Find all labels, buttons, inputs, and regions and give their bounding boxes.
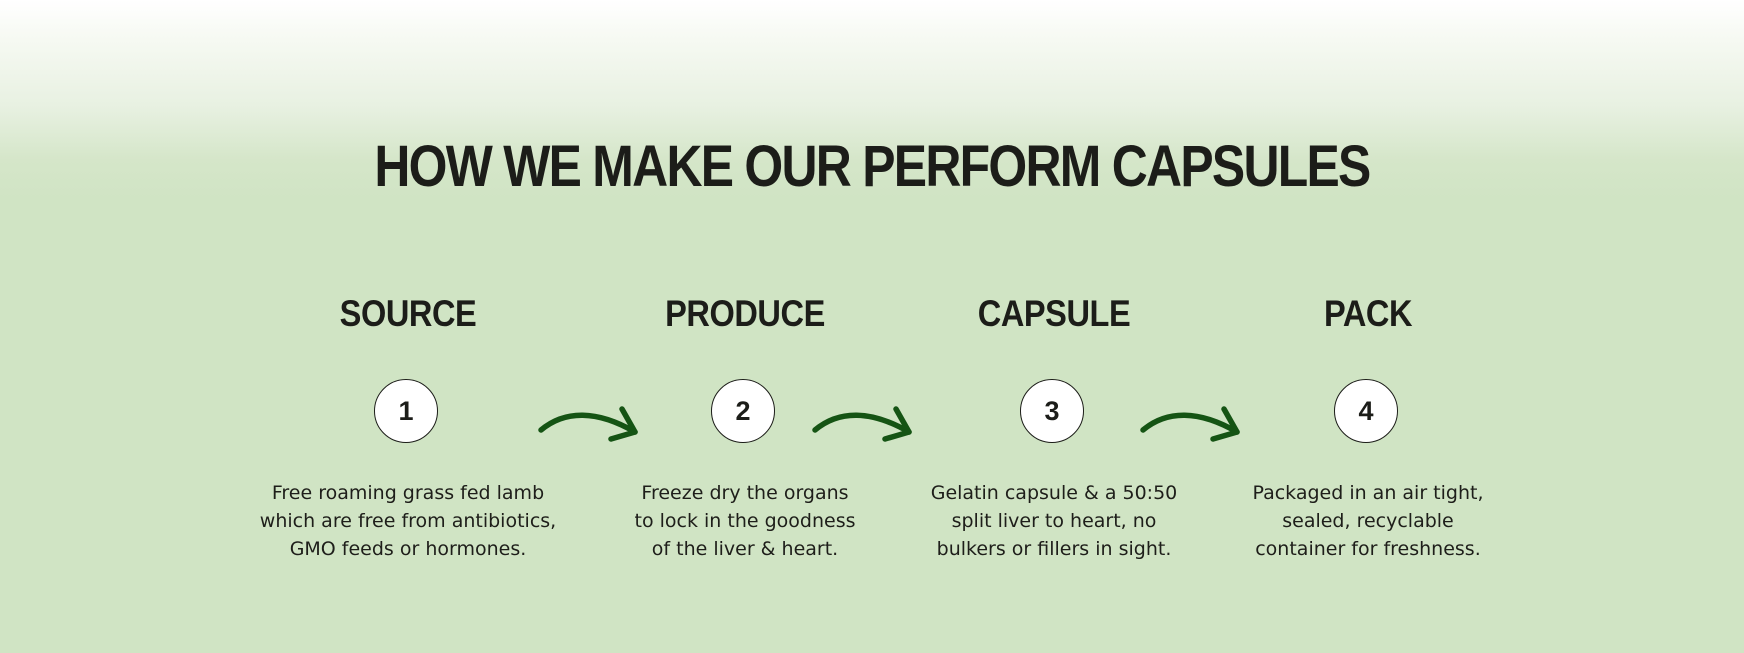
step-description-line: GMO feeds or hormones. — [289, 538, 527, 560]
step-title: SOURCE — [339, 293, 477, 334]
step-number-badge: 2 — [711, 379, 775, 443]
step-number-badge: 1 — [374, 379, 438, 443]
step-number: 2 — [735, 395, 751, 426]
curved-arrow-right-icon — [538, 406, 638, 442]
step-capsule: CAPSULE 3 Gelatin capsule & a 50:50 spli… — [874, 0, 1234, 653]
step-title: PACK — [1323, 293, 1413, 334]
step-title: CAPSULE — [977, 293, 1131, 334]
step-source: SOURCE 1 Free roaming grass fed lamb whi… — [228, 0, 588, 653]
step-description-line: sealed, recyclable — [1282, 510, 1454, 532]
step-description-line: bulkers or fillers in sight. — [936, 538, 1172, 560]
step-description-line: container for freshness. — [1255, 538, 1481, 560]
curved-arrow-right-icon — [812, 406, 912, 442]
step-description-line: Gelatin capsule & a 50:50 — [930, 482, 1178, 504]
step-number-badge: 4 — [1334, 379, 1398, 443]
step-number-badge: 3 — [1020, 379, 1084, 443]
step-description-line: Freeze dry the organs — [641, 482, 849, 504]
step-description-line: to lock in the goodness — [634, 510, 856, 532]
step-title: PRODUCE — [665, 293, 825, 334]
step-produce: PRODUCE 2 Freeze dry the organs to lock … — [565, 0, 925, 653]
step-number: 4 — [1358, 395, 1374, 426]
step-description-line: split liver to heart, no — [951, 510, 1157, 532]
step-description-line: Free roaming grass fed lamb — [271, 482, 545, 504]
step-description: Packaged in an air tight, sealed, recycl… — [1188, 479, 1548, 563]
step-description-line: which are free from antibiotics, — [259, 510, 557, 532]
page-title: HOW WE MAKE OUR PERFORM CAPSULES — [374, 134, 1371, 199]
step-description: Free roaming grass fed lamb which are fr… — [228, 479, 588, 563]
step-description-line: of the liver & heart. — [651, 538, 839, 560]
curved-arrow-right-icon — [1140, 406, 1240, 442]
step-description-line: Packaged in an air tight, — [1252, 482, 1484, 504]
step-description: Gelatin capsule & a 50:50 split liver to… — [874, 479, 1234, 563]
step-pack: PACK 4 Packaged in an air tight, sealed,… — [1188, 0, 1548, 653]
step-number: 3 — [1044, 395, 1060, 426]
step-number: 1 — [398, 395, 414, 426]
step-description: Freeze dry the organs to lock in the goo… — [565, 479, 925, 563]
